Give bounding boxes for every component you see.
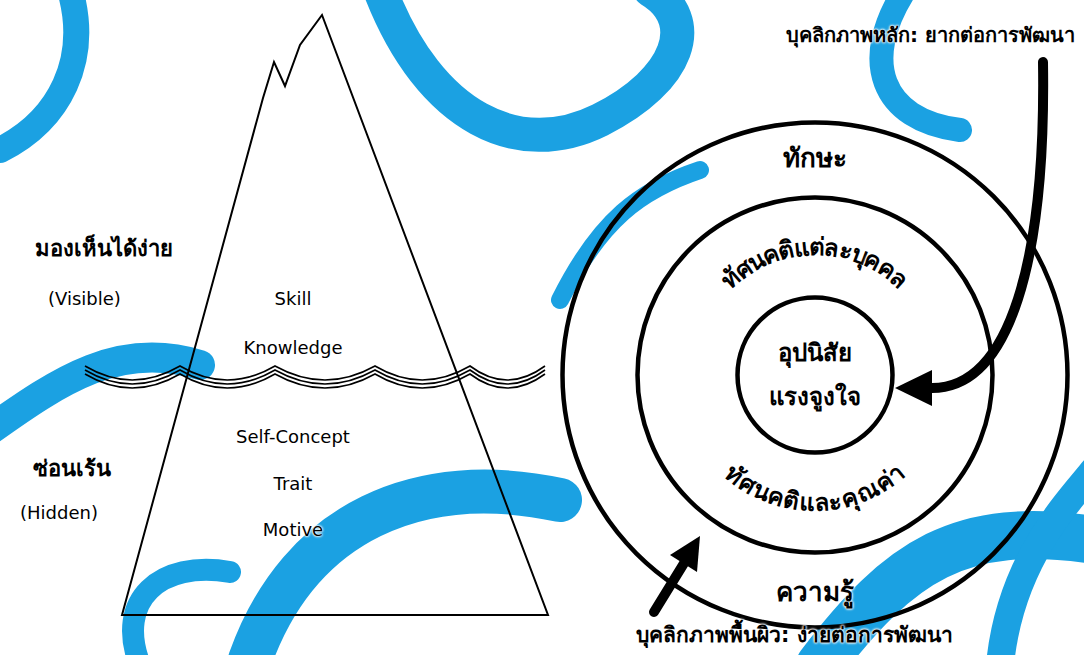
swirl (0, 0, 76, 150)
competency-text: Trait (274, 470, 313, 497)
ring-title: ทักษะ (783, 139, 847, 178)
middle-circle: อุปนิสัยแรงจูงใจทัศนคติแต่ละบุคคลทัศนคติ… (635, 195, 995, 555)
circle-line (738, 298, 893, 453)
caption-text: บุคลิกภาพพื้นผิว: ง่ายต่อการพัฒนา (636, 620, 953, 652)
circle-line (563, 123, 1068, 628)
swirl (0, 357, 200, 430)
competency-text: Skill (275, 285, 312, 312)
wave-line (85, 374, 545, 388)
caption-text: บุคลิกภาพหลัก: ยากต่อการพัฒนา (786, 20, 1075, 50)
zone-label: (Visible) (48, 285, 121, 312)
arc-letter: แ (792, 229, 811, 266)
circle-outline (735, 295, 895, 455)
competency-text: Motive (263, 516, 323, 543)
core-title: อุปนิสัย (778, 335, 852, 371)
iceberg-outline (80, 10, 570, 625)
arc-title: ทัศนคติและคุณค่า (635, 195, 995, 555)
competency-text: Knowledge (244, 334, 343, 361)
arrow-head (670, 536, 700, 572)
swirl (1000, 470, 1084, 655)
ring-title: ความรู้ (776, 573, 854, 612)
circle-line (638, 198, 993, 553)
water-waves (85, 366, 545, 388)
swirl (881, 0, 960, 130)
arrow-shaft (654, 560, 686, 612)
iceberg-shape: SkillKnowledgeSelf-ConceptTraitMotive (80, 10, 570, 625)
arc-letter: ต่ (809, 229, 826, 265)
inner-circle: อุปนิสัยแรงจูงใจ (735, 295, 895, 455)
swirl (133, 570, 230, 655)
swirl (250, 492, 560, 655)
outer-circle: อุปนิสัยแรงจูงใจทัศนคติแต่ละบุคคลทัศนคติ… (560, 120, 1070, 630)
core-title: แรงจูงใจ (769, 379, 861, 415)
zone-label: มองเห็นได้ง่าย (35, 232, 173, 265)
zone-label: (Hidden) (20, 499, 98, 526)
competency-text: Self-Concept (236, 423, 350, 450)
swirl (380, 0, 677, 135)
wave-line (85, 370, 545, 384)
zone-label: ซ่อนเร้น (33, 452, 111, 485)
arc-letter: แ (798, 484, 815, 521)
arrow-head (895, 370, 932, 406)
iceberg-line (122, 15, 548, 615)
